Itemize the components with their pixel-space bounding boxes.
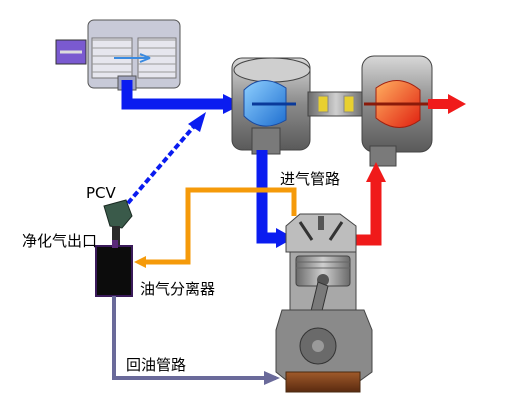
engine-cutaway [275,213,373,393]
label-return-pipe: 回油管路 [126,356,187,374]
pcv-to-intake-line [120,112,206,212]
pcv-valve [103,199,133,246]
blowby-line [134,187,297,268]
return-line [112,296,280,385]
air-filter [55,19,181,91]
intake-to-engine-arrow [256,150,294,248]
exhaust-outlet-arrow [428,94,466,114]
turbocharger [231,55,433,167]
label-intake-pipe: 进气管路 [280,170,341,188]
oil-separator [95,240,133,297]
exhaust-to-turbine-arrow [356,162,386,246]
label-oil-separator: 油气分离器 [140,280,216,298]
label-pcv: PCV [86,184,116,202]
label-clean-outlet: 净化气出口 [22,232,98,250]
